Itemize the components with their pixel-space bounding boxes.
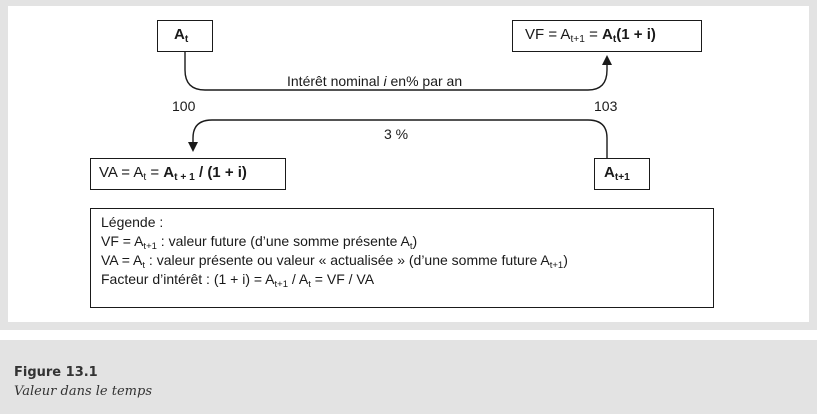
bottom-arrow-label: 3 % xyxy=(384,126,409,142)
node-future-value: VF = At+1 = At(1 + i) xyxy=(512,20,702,52)
figure-number: Figure 13.1 xyxy=(14,365,98,380)
legend-title: Légende : xyxy=(101,214,164,230)
top-arrow-label: Intérêt nominal i en% par an xyxy=(287,73,463,89)
value-left: 100 xyxy=(172,98,196,114)
bottom-arrow xyxy=(188,119,608,158)
figure-caption: Figure 13.1 Valeur dans le temps xyxy=(0,340,817,414)
legend-line-present-value: VA = At : valeur présente ou valeur « ac… xyxy=(101,252,568,271)
legend-line-future-value: VF = At+1 : valeur future (d’une somme p… xyxy=(101,233,418,252)
node-present-value-source: At xyxy=(157,20,213,52)
legend-line-interest-factor: Facteur d’intérêt : (1 + i) = At+1 / At … xyxy=(101,271,375,290)
legend-box: Légende : VF = At+1 : valeur future (d’u… xyxy=(90,208,714,308)
value-right: 103 xyxy=(594,98,618,114)
node-future-value-source: At+1 xyxy=(594,158,650,190)
top-arrow xyxy=(184,52,612,91)
arrows-layer xyxy=(184,52,612,158)
node-present-value: VA = At = At + 1 / (1 + i) xyxy=(90,158,286,190)
figure-title: Valeur dans le temps xyxy=(14,384,152,399)
